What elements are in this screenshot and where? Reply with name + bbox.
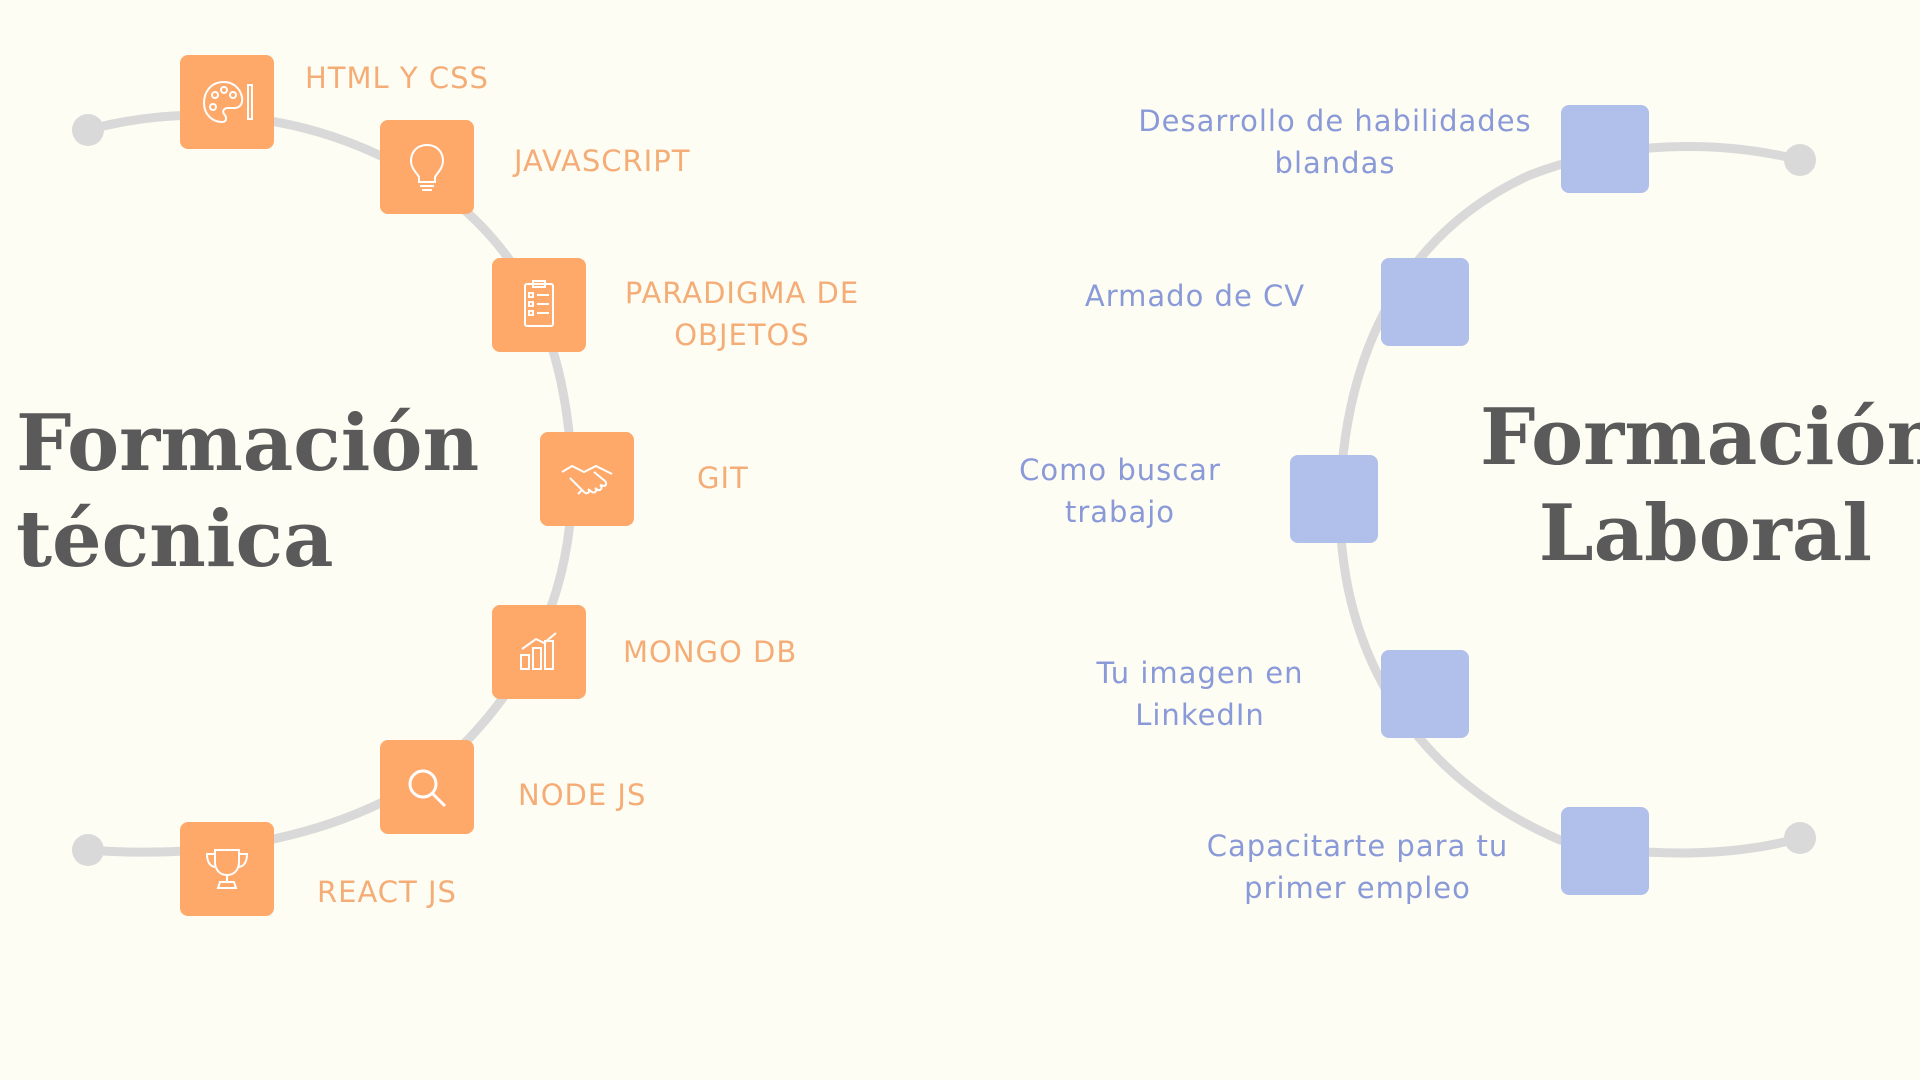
node-js-tile (380, 740, 474, 834)
palette-icon (202, 80, 253, 124)
paradigma-objetos-label-line2: OBJETOS (674, 318, 810, 352)
html-css-tile (180, 55, 274, 149)
imagen-linkedin-label-line1: Tu imagen en (1096, 656, 1304, 690)
git-tile (540, 432, 634, 526)
mongo-db-tile (492, 605, 586, 699)
javascript-tile (380, 120, 474, 214)
right-heading-line2: Laboral (1538, 488, 1872, 579)
primer-empleo-label: Capacitarte para tu primer empleo (1185, 825, 1530, 909)
buscar-trabajo-label-line1: Como buscar (1019, 453, 1221, 487)
react-js-tile (180, 822, 274, 916)
handshake-icon (561, 464, 613, 495)
right-heading-line1: Formación (1480, 392, 1920, 483)
checklist-icon (524, 280, 554, 327)
primer-empleo-label-line2: primer empleo (1244, 871, 1471, 905)
left-heading-line2: técnica (16, 494, 334, 585)
mongo-db-label: MONGO DB (623, 635, 798, 669)
git-label: GIT (697, 461, 749, 495)
javascript-label: JAVASCRIPT (514, 144, 691, 178)
node-js-label: NODE JS (518, 778, 647, 812)
lightbulb-icon (409, 143, 445, 191)
buscar-trabajo-label: Como buscar trabajo (1000, 449, 1240, 533)
paradigma-objetos-tile (492, 258, 586, 352)
armado-cv-tile (1381, 258, 1469, 346)
habilidades-blandas-label-line2: blandas (1274, 146, 1396, 180)
left-arc-end-dot (72, 834, 104, 866)
habilidades-blandas-tile (1561, 105, 1649, 193)
primer-empleo-label-line1: Capacitarte para tu (1206, 829, 1509, 863)
right-arc-end-dot (1784, 822, 1816, 854)
paradigma-objetos-label: PARADIGMA DE OBJETOS (622, 272, 862, 356)
react-js-label: REACT JS (317, 875, 457, 909)
left-arc-start-dot (72, 114, 104, 146)
armado-cv-label: Armado de CV (1065, 275, 1325, 317)
imagen-linkedin-label: Tu imagen en LinkedIn (1080, 652, 1320, 736)
html-css-label: HTML Y CSS (305, 61, 489, 95)
bar-chart-icon (520, 632, 557, 670)
paradigma-objetos-label-line1: PARADIGMA DE (624, 276, 860, 310)
right-arc-start-dot (1784, 144, 1816, 176)
habilidades-blandas-label-line1: Desarrollo de habilidades (1138, 104, 1532, 138)
habilidades-blandas-label: Desarrollo de habilidades blandas (1115, 100, 1555, 184)
buscar-trabajo-label-line2: trabajo (1064, 495, 1176, 529)
trophy-icon (205, 849, 249, 889)
imagen-linkedin-label-line2: LinkedIn (1135, 698, 1265, 732)
right-heading: Formación Laboral (1480, 390, 1920, 582)
buscar-trabajo-tile (1290, 455, 1378, 543)
imagen-linkedin-tile (1381, 650, 1469, 738)
armado-cv-label-line1: Armado de CV (1084, 279, 1306, 313)
primer-empleo-tile (1561, 807, 1649, 895)
magnifier-icon (408, 769, 447, 808)
left-heading: Formación técnica (16, 396, 479, 588)
left-heading-line1: Formación (16, 398, 480, 489)
